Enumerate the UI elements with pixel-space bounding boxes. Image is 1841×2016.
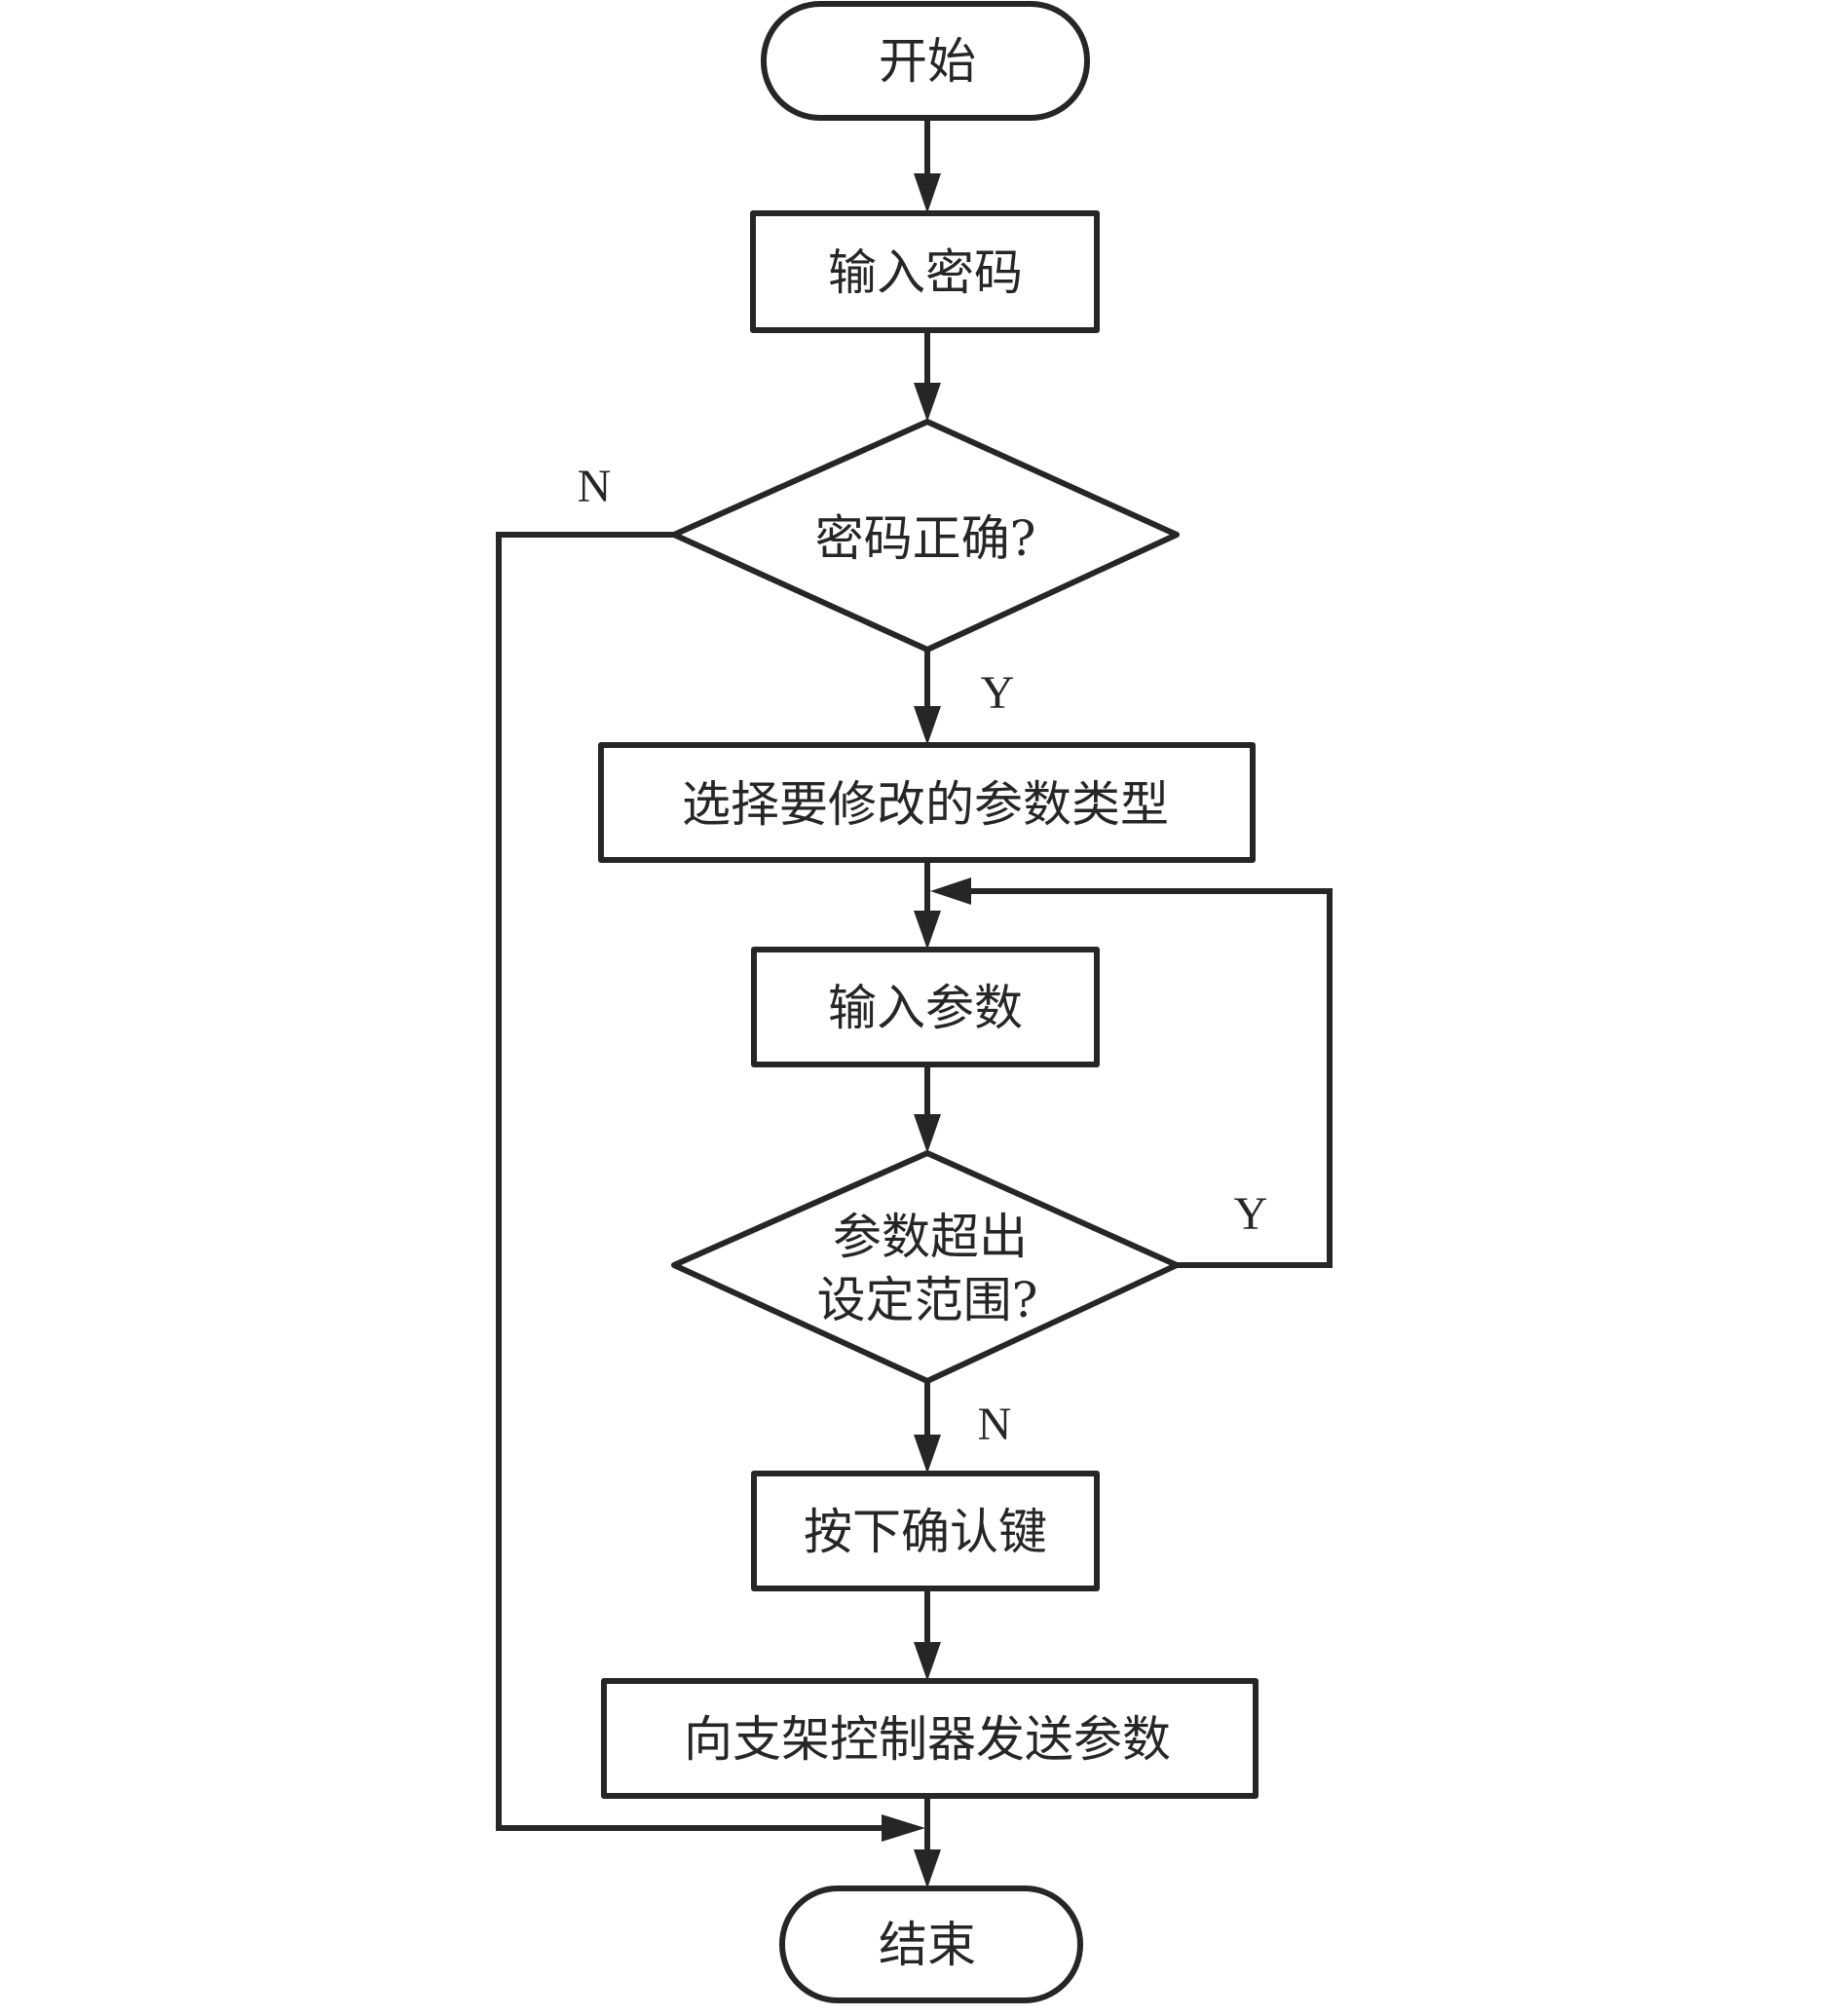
start-terminal [761, 1, 1090, 121]
range-check-label-line2: 设定范围? [817, 1272, 1038, 1328]
select-param-type-label: 选择要修改的参数类型 [682, 776, 1169, 833]
node-password-check: 密码正确? [671, 419, 1180, 653]
arrowhead-select-param-type [914, 706, 941, 745]
input-password-box [750, 210, 1100, 333]
node-range-check: 参数超出 设定范围? [671, 1150, 1180, 1384]
node-start: 开始 [761, 1, 1090, 121]
range-no-label: N [978, 1399, 1012, 1450]
edge-range-yes-loop [964, 888, 1333, 1268]
password-no-label: N [578, 461, 612, 512]
range-check-diamond [671, 1150, 1180, 1384]
arrowhead-range-check [914, 1114, 941, 1153]
arrowhead-press-confirm [914, 1435, 941, 1474]
arrowhead-input-password [914, 173, 941, 213]
arrowhead-password-check [914, 383, 941, 422]
password-check-diamond [671, 419, 1180, 653]
node-send-params: 向支架控制器发送参数 [601, 1678, 1259, 1799]
node-select-param-type: 选择要修改的参数类型 [598, 742, 1256, 863]
node-end: 结束 [779, 1885, 1083, 2003]
edge-password-no [496, 532, 888, 1831]
node-input-params: 输入参数 [751, 947, 1100, 1067]
arrowhead-end [914, 1849, 941, 1888]
send-params-box [601, 1678, 1259, 1799]
arrowhead-password-no-merge [882, 1814, 925, 1842]
node-press-confirm: 按下确认键 [751, 1471, 1100, 1591]
start-label: 开始 [879, 33, 976, 90]
connectors [496, 118, 1333, 1888]
select-param-type-box [598, 742, 1256, 863]
range-check-label-line1: 参数超出 [833, 1209, 1028, 1265]
end-label: 结束 [879, 1917, 976, 1973]
arrowhead-input-params [914, 911, 941, 950]
range-yes-label: Y [1234, 1188, 1268, 1240]
press-confirm-label: 按下确认键 [804, 1504, 1047, 1560]
press-confirm-box [751, 1471, 1100, 1591]
password-check-label: 密码正确? [815, 510, 1036, 567]
end-terminal [779, 1885, 1083, 2003]
node-input-password: 输入密码 [750, 210, 1100, 333]
arrowhead-send-params [914, 1642, 941, 1681]
input-password-label: 输入密码 [828, 244, 1023, 301]
arrowhead-loop-back [930, 877, 971, 905]
send-params-label: 向支架控制器发送参数 [684, 1711, 1171, 1768]
input-params-box [751, 947, 1100, 1067]
input-params-label: 输入参数 [828, 980, 1023, 1036]
password-yes-label: Y [981, 667, 1015, 719]
